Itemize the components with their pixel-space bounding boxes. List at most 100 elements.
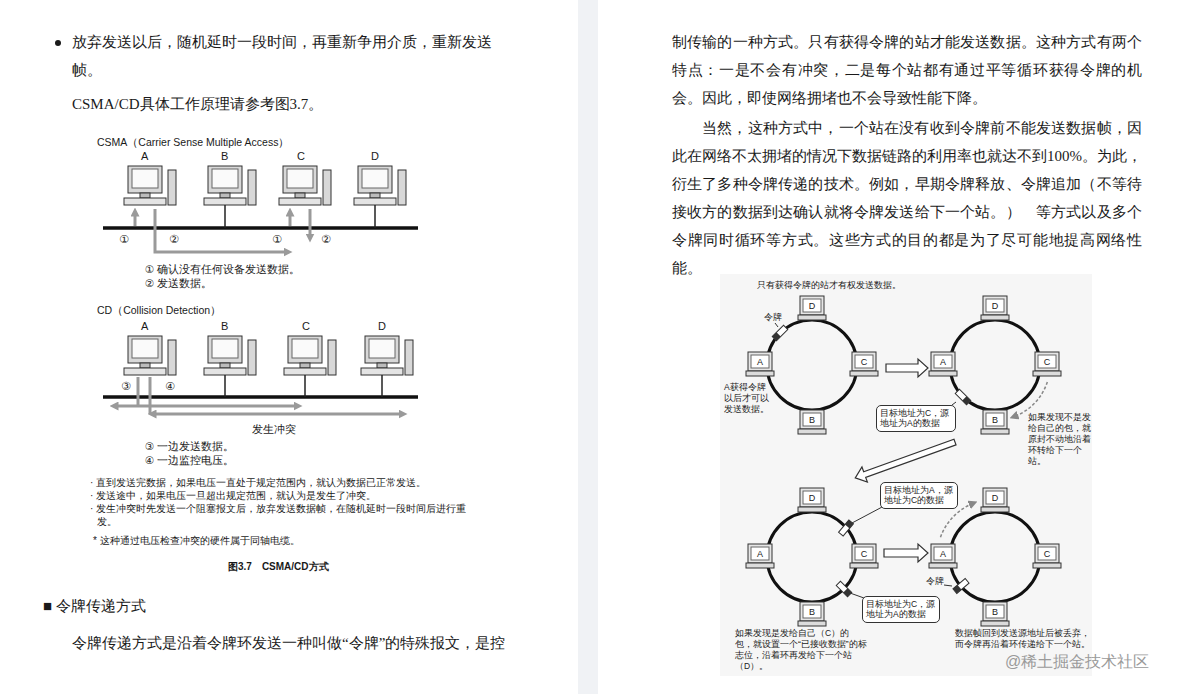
computer-icon — [981, 488, 1009, 512]
figure-note: 如果发现不是发给自己的包，就原封不动地沿着环转给下一个站。 — [1028, 412, 1092, 467]
computer-icon — [798, 602, 826, 626]
computer-icon — [981, 410, 1009, 434]
computer-icon — [279, 166, 331, 205]
leader-line — [944, 585, 952, 586]
computer-icon — [981, 602, 1009, 626]
figure-caption: 图3.7 CSMA/CD方式 — [228, 561, 329, 573]
right-page — [598, 0, 1183, 694]
computer-icon — [929, 544, 957, 568]
station-letter: D — [809, 493, 816, 504]
signal-arrow — [149, 377, 152, 414]
callout-text: 目标地址为C，源地址为A的数据 — [866, 599, 936, 619]
token-label: 令牌 — [764, 312, 782, 322]
bus-cable — [103, 226, 418, 230]
computer-icon — [284, 336, 336, 375]
computer-icon — [798, 410, 826, 434]
step-arrow — [853, 434, 958, 485]
figure-note: A获得令牌以后才可以发送数据。 — [724, 382, 770, 415]
station-letter: B — [221, 150, 228, 163]
computer-icon — [361, 336, 413, 375]
cable-line — [224, 375, 226, 397]
station-letter: C — [1044, 357, 1051, 368]
callout-text: 目标地址为C，源地址为A的数据 — [880, 408, 952, 428]
step-arrow — [886, 359, 928, 377]
figure-note: * 这种通过电压检查冲突的硬件属于同轴电缆。 — [93, 535, 300, 547]
figure-title: 只有获得令牌的站才有权发送数据。 — [757, 280, 901, 290]
ring-network — [950, 320, 1040, 410]
step-note: ② 发送数据。 — [145, 277, 212, 290]
station-letter: D — [809, 301, 816, 312]
station-letter: A — [940, 549, 946, 560]
station-letter: D — [371, 150, 379, 163]
callout-box: 目标地址为C，源地址为A的数据 — [876, 405, 956, 432]
station-letter: A — [757, 549, 763, 560]
step-note: ③ 一边发送数据。 — [145, 440, 234, 453]
callout-text: 目标地址为A，源地址为C的数据 — [884, 485, 954, 505]
signal-arrow — [309, 209, 312, 238]
step-note: ① 确认没有任何设备发送数据。 — [145, 263, 300, 276]
computer-icon — [850, 352, 878, 376]
computer-icon — [981, 296, 1009, 320]
station-letter: C — [1044, 549, 1051, 560]
figure-note: · 直到发送完数据，如果电压一直处于规定范围内，就认为数据已正常发送。 — [90, 477, 426, 489]
body-text: 制传输的一种方式。只有获得令牌的站才能发送数据。这种方式有两个特点：一是不会有冲… — [672, 28, 1142, 112]
body-text: 当然，这种方式中，一个站在没有收到令牌前不能发送数据帧，因此在网络不太拥堵的情况… — [672, 114, 1142, 282]
body-text: 令牌传递方式是沿着令牌环发送一种叫做“令牌”的特殊报文，是控 — [72, 629, 505, 657]
computer-icon — [850, 544, 878, 568]
figure-title: CD（Collision Detection） — [97, 304, 221, 317]
callout-box: 目标地址为C，源地址为A的数据 — [862, 596, 940, 623]
computer-icon — [1033, 352, 1061, 376]
step-arrow — [884, 544, 928, 562]
station-letter: C — [861, 549, 868, 560]
figure-note: 数据帧回到发送源地址后被丢弃，而令牌再沿着环传递给下一个站。 — [955, 628, 1095, 650]
station-letter: B — [809, 415, 815, 426]
watermark: @稀土掘金技术社区 — [1005, 652, 1149, 671]
callout-number: ② — [321, 233, 331, 246]
station-letter: C — [861, 357, 868, 368]
station-letter: A — [757, 357, 763, 368]
cable-line — [374, 205, 376, 228]
computer-icon — [929, 352, 957, 376]
packet-icon — [839, 520, 854, 536]
figure-title: CSMA（Carrier Sense Multiple Access） — [97, 136, 289, 149]
ring-network — [767, 512, 857, 602]
computer-icon — [1033, 544, 1061, 568]
direction-arrow — [1014, 382, 1047, 417]
station-letter: C — [302, 320, 310, 333]
station-letter: B — [809, 607, 815, 618]
left-page — [0, 0, 578, 694]
leader-line — [775, 323, 778, 327]
cable-line — [304, 375, 306, 397]
station-letter: D — [992, 301, 999, 312]
signal-arrow — [134, 212, 137, 226]
ring-network — [767, 320, 857, 410]
callout-number: ③ — [121, 380, 131, 393]
figure-note: 如果发现是发给自己（C）的包，就设置一个“已接收数据”的标志位，沿着环再发给下一… — [735, 628, 867, 672]
token-label: 令牌 — [926, 576, 944, 586]
station-letter: D — [992, 493, 999, 504]
step-note: ④ 一边监控电压。 — [145, 454, 234, 467]
bullet-dot — [55, 40, 61, 46]
body-text: 放弃发送以后，随机延时一段时间，再重新争用介质，重新发送帧。 — [72, 28, 492, 84]
packet-icon — [836, 581, 852, 597]
signal-arrow — [152, 413, 403, 416]
station-letter: D — [378, 320, 386, 333]
section-heading: ■ 令牌传递方式 — [43, 592, 146, 620]
cable-line — [381, 375, 383, 397]
computer-icon — [746, 352, 774, 376]
station-letter: B — [992, 607, 998, 618]
callout-number: ② — [169, 233, 179, 246]
callout-number: ① — [272, 233, 282, 246]
station-letter: A — [141, 150, 148, 163]
computer-icon — [798, 296, 826, 320]
station-letter: C — [297, 150, 305, 163]
token-icon — [772, 325, 788, 341]
computer-icon — [124, 336, 176, 375]
signal-arrow — [137, 377, 140, 406]
leader-line — [852, 506, 884, 523]
signal-arrow — [289, 212, 292, 226]
station-letter: B — [221, 320, 228, 333]
ring-network — [950, 512, 1040, 602]
station-letter: A — [141, 320, 148, 333]
